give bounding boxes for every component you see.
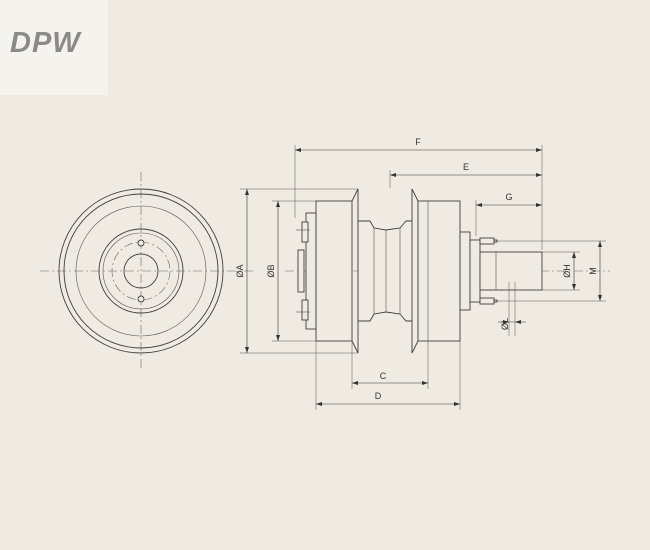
dim-label-f: F [415, 137, 421, 147]
dim-label-l: ØL [500, 318, 510, 330]
dimension-labels: F E G ØA ØB ØH M ØL C D [235, 137, 598, 401]
dim-label-e: E [463, 162, 469, 172]
dim-label-c: C [380, 371, 387, 381]
dim-label-h: ØH [562, 264, 572, 278]
dim-label-m: M [588, 267, 598, 275]
dimension-lines [240, 145, 606, 410]
logo-panel: DPW [0, 0, 108, 95]
end-view [40, 172, 255, 370]
side-view [285, 188, 610, 354]
dim-label-g: G [505, 192, 512, 202]
dpw-logo: DPW [10, 27, 81, 59]
dim-label-d: D [375, 391, 382, 401]
dim-label-a: ØA [235, 264, 245, 277]
dim-label-b: ØB [266, 264, 276, 277]
